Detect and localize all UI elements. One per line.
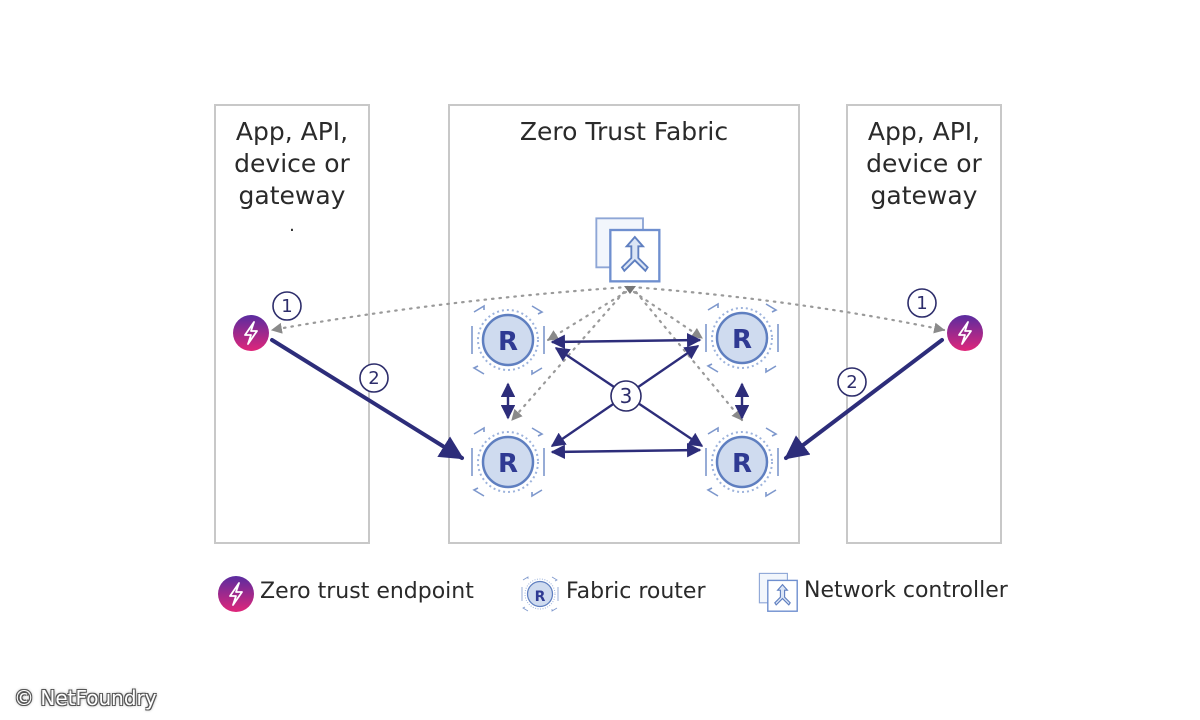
legend-controller-icon xyxy=(758,572,798,612)
link-right-endpoint-router xyxy=(784,338,944,460)
right-panel-title: App, API, device or gateway xyxy=(866,117,982,210)
dotted-link-router-tl xyxy=(546,290,628,342)
legend-router-label: Fabric router xyxy=(566,579,706,604)
right-endpoint-icon xyxy=(946,314,984,352)
step-number: 3 xyxy=(620,384,633,408)
router-letter: R xyxy=(732,449,752,479)
legend-router-letter: R xyxy=(535,589,546,605)
dotted-link-router-tr xyxy=(632,290,704,340)
legend-router: Fabric router xyxy=(558,579,706,604)
router-letter: R xyxy=(732,325,752,355)
router-bottom-right: R xyxy=(704,426,780,498)
link-left-endpoint-router xyxy=(270,338,465,460)
step-number: 2 xyxy=(368,368,379,389)
legend-endpoint: Zero trust endpoint xyxy=(252,579,474,604)
legend-endpoint-icon xyxy=(217,575,255,613)
dotted-link-right-endpoint xyxy=(630,285,946,334)
legend-endpoint-label: Zero trust endpoint xyxy=(260,579,474,604)
router-letter: R xyxy=(498,327,518,357)
copyright-credit: © NetFoundry xyxy=(14,686,157,710)
router-letter: R xyxy=(498,449,518,479)
step-one-left: 1 xyxy=(272,291,302,321)
step-three-center: 3 xyxy=(610,380,642,412)
step-number: 2 xyxy=(846,372,857,393)
router-bottom-left: R xyxy=(470,426,546,498)
network-controller-icon xyxy=(595,217,661,283)
center-panel-title: Zero Trust Fabric xyxy=(519,117,729,146)
legend-controller-label: Network controller xyxy=(804,578,1008,603)
left-endpoint-icon xyxy=(232,314,270,352)
endpoint-links xyxy=(270,338,944,460)
step-two-left: 2 xyxy=(359,363,389,393)
link-bl-br xyxy=(550,442,702,460)
router-top-right: R xyxy=(704,302,780,374)
link-tl-tr xyxy=(550,332,702,350)
step-one-right: 1 xyxy=(907,288,937,318)
step-number: 1 xyxy=(916,293,927,314)
controller-handle xyxy=(624,286,636,294)
router-top-left: R xyxy=(470,304,546,376)
left-panel-title: App, API, device or gateway xyxy=(234,117,350,210)
left-panel-dot: . xyxy=(289,215,295,236)
legend-controller: Network controller xyxy=(796,578,1008,603)
dotted-links xyxy=(270,285,946,422)
step-number: 1 xyxy=(281,296,292,317)
step-two-right: 2 xyxy=(837,367,867,397)
